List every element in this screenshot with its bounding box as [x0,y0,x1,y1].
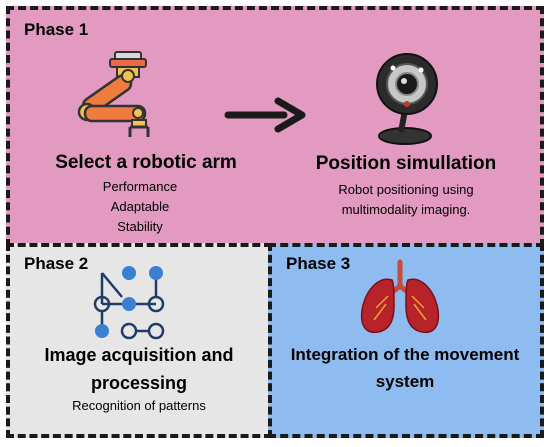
robotic-arm-item: Stability [117,219,163,234]
integration-heading: system [375,372,435,391]
robotic-arm-icon [77,51,150,137]
position-simulation-desc: Robot positioning using [338,182,474,197]
image-acquisition-desc: Recognition of patterns [72,398,206,413]
arrow-right-icon [224,97,306,133]
phase3-panel [268,243,544,438]
lungs-icon [360,259,440,334]
phase2-title: Phase 2 [24,254,89,273]
integration-heading: Integration of the movement [290,345,520,364]
phase3-title: Phase 3 [286,254,351,273]
image-acquisition-heading: processing [90,373,188,393]
image-acquisition-heading: Image acquisition and [44,345,234,365]
position-simulation-heading: Position simullation [315,153,497,174]
robotic-arm-item: Adaptable [110,199,170,214]
phase1-title: Phase 1 [24,20,89,39]
node-pattern-icon [93,266,165,340]
webcam-icon [376,53,438,145]
phase2-panel [6,243,272,438]
robotic-arm-heading: Select a robotic arm [55,152,237,173]
phase1-panel [6,6,544,247]
position-simulation-desc: multimodality imaging. [341,202,471,217]
robotic-arm-item: Performance [102,179,178,194]
